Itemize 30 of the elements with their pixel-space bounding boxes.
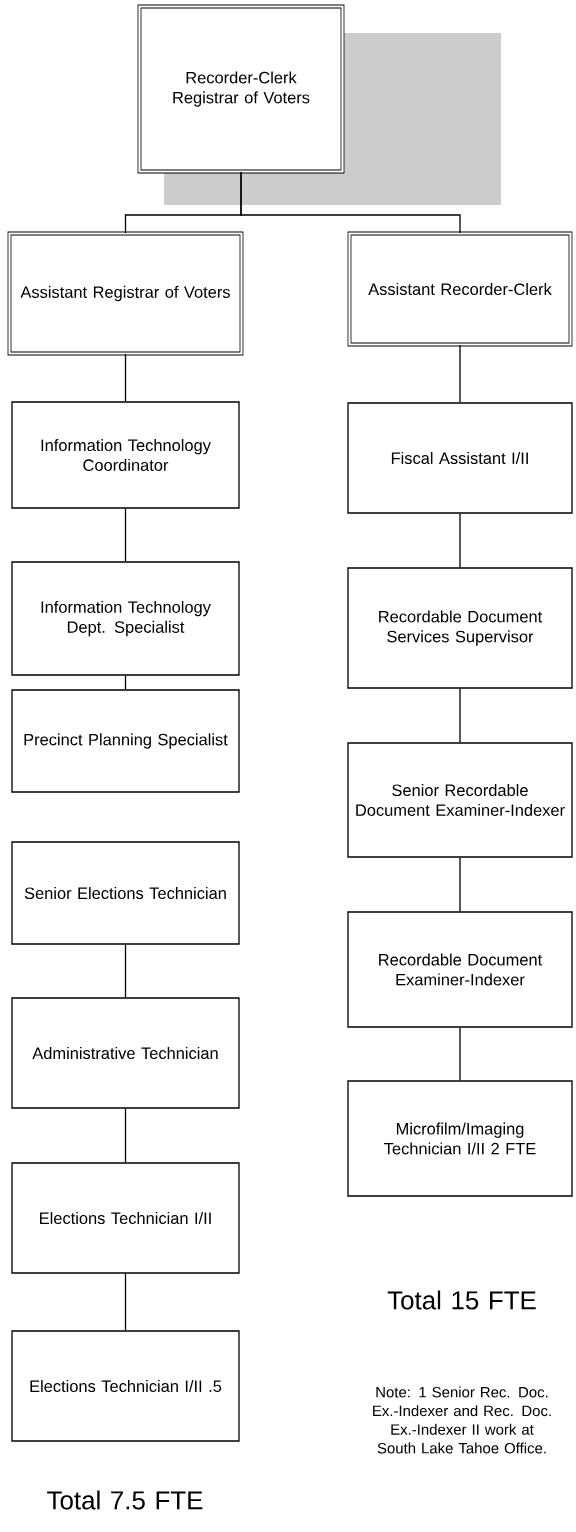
position-box: Precinct Planning Specialist	[11, 689, 240, 793]
connector-line	[124, 1273, 127, 1331]
connector-line	[124, 353, 127, 402]
position-box: Information Technology Coordinator	[11, 401, 240, 509]
position-box: Senior Elections Technician	[11, 841, 240, 945]
connector-line	[124, 1108, 127, 1163]
total-label: Total 7.5 FTE	[47, 1490, 203, 1510]
title-box: Assistant Recorder-Clerk	[347, 231, 573, 347]
position-box: Recordable Document Services Supervisor	[347, 567, 573, 689]
connector-line	[459, 344, 461, 403]
position-box: Microfilm/Imaging Technician I/II 2 FTE	[347, 1080, 573, 1197]
position-box: Recordable Document Examiner-Indexer	[347, 911, 573, 1028]
connector-line	[459, 688, 461, 743]
connector-line	[124, 944, 127, 998]
position-box: Elections Technician I/II .5	[11, 1330, 240, 1442]
position-box: Fiscal Assistant I/II	[347, 402, 573, 514]
connector-line	[240, 171, 461, 234]
title-box: Assistant Registrar of Voters	[7, 231, 244, 356]
connector-line	[124, 508, 127, 562]
connector-line	[459, 1027, 461, 1081]
connector-line	[459, 513, 461, 568]
total-label: Total 15 FTE	[387, 1290, 536, 1310]
position-box: Elections Technician I/II	[11, 1162, 240, 1274]
title-box: Recorder-Clerk Registrar of Voters	[137, 4, 501, 205]
connector-line	[124, 675, 127, 690]
position-box: Information Technology Dept. Specialist	[11, 561, 240, 676]
connector-line	[459, 857, 461, 912]
position-box: Administrative Technician	[11, 997, 240, 1109]
note-text: Note: 1 Senior Rec. Doc. Ex.-Indexer and Rec. Doc. Ex.-Indexer II work at South Lake Tahoe Office.	[373, 1386, 551, 1454]
position-box: Senior Recordable Document Examiner-Indexer	[347, 742, 573, 858]
